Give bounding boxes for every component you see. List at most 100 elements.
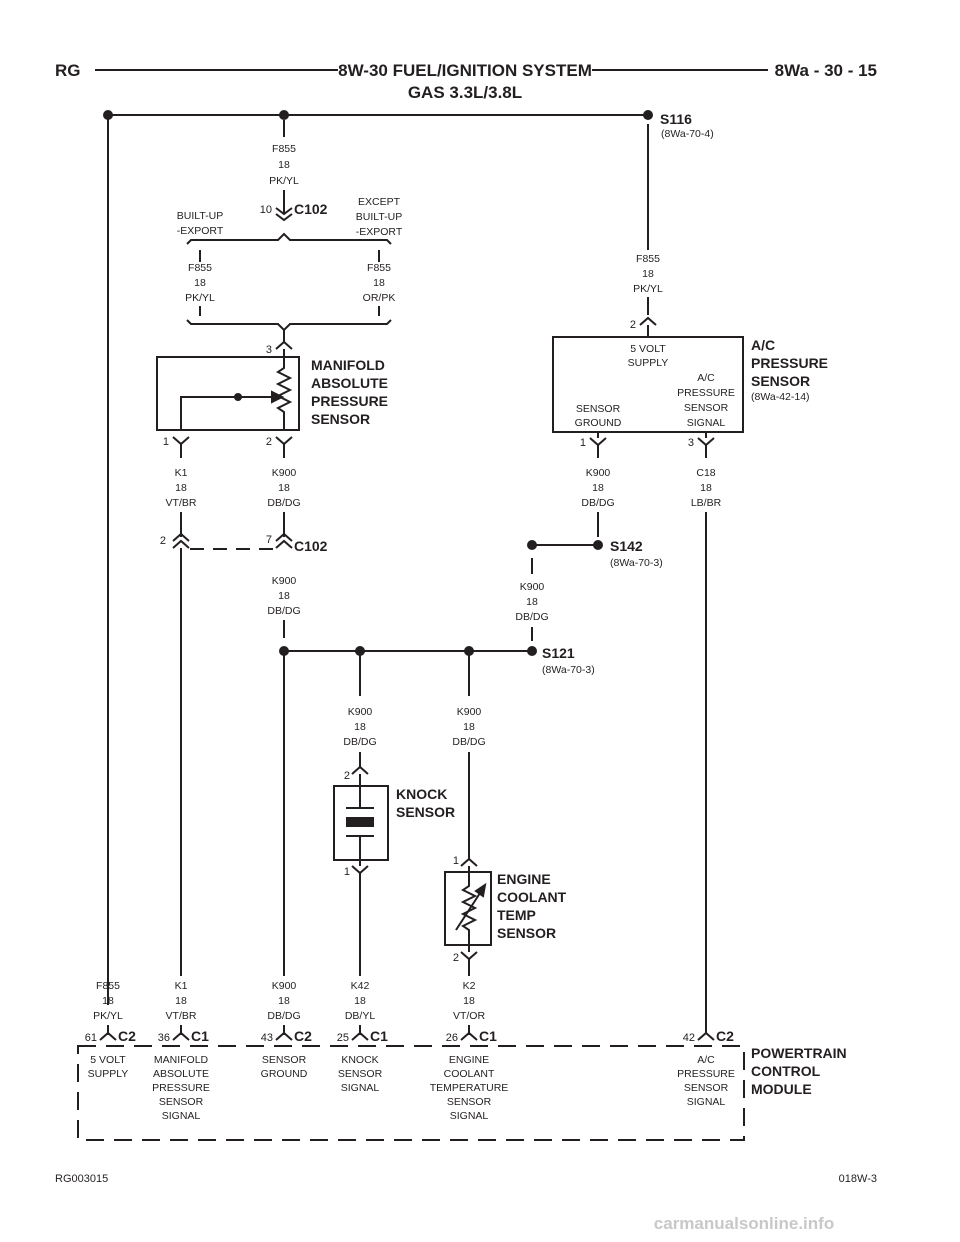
wire-k1-map-circuit: K1 [175,467,188,479]
wire-k900-ect-gauge: 18 [463,721,475,733]
c102-pin2-symbol-b [172,539,190,549]
pcm-pin25-symbol [351,1031,369,1041]
ect-arrow-head [474,882,487,898]
wire-f855-top-color: PK/YL [269,175,299,187]
wire-k2-pcm-gauge: 18 [463,995,475,1007]
wire-k900-c102-color: DB/DG [267,605,300,617]
wire-k42-pcm-gauge: 18 [354,995,366,1007]
pcm-label-ac-4: SIGNAL [687,1096,726,1108]
map-internal-dot [234,393,242,401]
map-pin1-symbol [172,436,190,446]
pcm-label-ac-2: PRESSURE [677,1068,735,1080]
ect-pin2: 2 [453,952,459,964]
option-except-3: -EXPORT [356,226,403,238]
wire-k900-s142-circuit: K900 [520,581,545,593]
footer-right: 018W-3 [839,1173,877,1185]
wire-k1-pcm-gauge: 18 [175,995,187,1007]
wire-k900-s142-gauge: 18 [526,596,538,608]
wire-k900-c102-circuit: K900 [272,575,297,587]
pcm-label-supply-2: SUPPLY [88,1068,129,1080]
wire-f855-top-circuit: F855 [272,143,296,155]
pcm-conn26: C1 [479,1028,497,1044]
ect-pin1: 1 [453,855,459,867]
wire-k900-ac-circuit: K900 [586,467,611,479]
header-subtitle: GAS 3.3L/3.8L [408,83,522,102]
ac-supply-2: SUPPLY [628,357,669,369]
knock-name-2: SENSOR [396,804,455,820]
wire-f855-top-gauge: 18 [278,159,290,171]
pcm-label-ect-4: SENSOR [447,1096,492,1108]
option-bracket-bottom [186,319,392,332]
s116-label: S116 [660,111,692,127]
wire-c18-ac-color: LB/BR [691,497,722,509]
wire-f855-right-color: OR/PK [363,292,396,304]
wire-f855-pcm-gauge: 18 [102,995,114,1007]
map-name-4: SENSOR [311,411,370,427]
wires-and-shapes [77,69,768,1141]
wire-k900-knock-circuit: K900 [348,706,373,718]
option-built-up-1: BUILT-UP [177,210,223,222]
s142-label: S142 [610,538,643,554]
pcm-conn25: C1 [370,1028,388,1044]
s121-ref: (8Wa-70-3) [542,664,595,676]
ac-ground-2: GROUND [575,417,622,429]
wire-f855-ac-circuit: F855 [636,253,660,265]
header-title: 8W-30 FUEL/IGNITION SYSTEM [338,61,592,80]
wire-f855-ac-gauge: 18 [642,268,654,280]
option-built-up-2: -EXPORT [177,225,224,237]
pcm-pin43-symbol [275,1031,293,1041]
s116-dot [643,110,653,120]
pcm-label-ac-3: SENSOR [684,1082,729,1094]
wire-k42-pcm-circuit: K42 [351,980,370,992]
wire-labels: F855 18 PK/YL F855 18 PK/YL F855 18 OR/P… [93,143,721,1022]
pcm-conn42: C2 [716,1028,734,1044]
wire-k900-s142-color: DB/DG [515,611,548,623]
wire-k900-map-gauge: 18 [278,482,290,494]
knock-name-1: KNOCK [396,786,447,802]
wire-k900-knock-color: DB/DG [343,736,376,748]
option-except-2: BUILT-UP [356,211,402,223]
ac-signal-1: A/C [697,372,715,384]
map-potentiometer [275,362,293,420]
pcm-label-knock-2: SENSOR [338,1068,383,1080]
option-except-1: EXCEPT [358,196,401,208]
map-wiper-lead [180,396,276,430]
wire-k2-pcm-circuit: K2 [463,980,476,992]
ect-pin2-symbol [460,951,478,961]
ac-signal-3: SENSOR [684,402,729,414]
pcm-name-1: POWERTRAIN [751,1045,847,1061]
wire-f855-ac-color: PK/YL [633,283,663,295]
pcm-pin26-symbol [460,1031,478,1041]
wire-c18-ac-gauge: 18 [700,482,712,494]
map-wiper-arrow [271,390,285,404]
map-pin2: 2 [266,436,272,448]
wire-f855-left-color: PK/YL [185,292,215,304]
map-name-3: PRESSURE [311,393,388,409]
pcm-outline [77,1045,745,1141]
ac-name-2: PRESSURE [751,355,828,371]
pcm-pin25: 25 [337,1032,349,1044]
pcm-pin36: 36 [158,1032,170,1044]
pcm-pin61-symbol [99,1031,117,1041]
map-name-2: ABSOLUTE [311,375,388,391]
wire-k900-ect-circuit: K900 [457,706,482,718]
ect-name-1: ENGINE [497,871,551,887]
wire-k900-ac-gauge: 18 [592,482,604,494]
map-name-1: MANIFOLD [311,357,385,373]
c102-mid-name: C102 [294,538,328,554]
pcm-pin36-symbol [172,1031,190,1041]
wire-k900-ect-color: DB/DG [452,736,485,748]
wire-c18-ac-circuit: C18 [696,467,715,479]
ac-ground-1: SENSOR [576,403,621,415]
ac-pin3-symbol [697,437,715,447]
wire-k900-ac-color: DB/DG [581,497,614,509]
wire-f855-pcm-color: PK/YL [93,1010,123,1022]
pcm-label-ground-2: GROUND [261,1068,308,1080]
ect-name-2: COOLANT [497,889,567,905]
pcm-pin42-symbol [697,1031,715,1041]
wire-k1-pcm-color: VT/BR [166,1010,197,1022]
wire-k900-knock-gauge: 18 [354,721,366,733]
pcm-pin26: 26 [446,1032,458,1044]
pcm-conn36: C1 [191,1028,209,1044]
